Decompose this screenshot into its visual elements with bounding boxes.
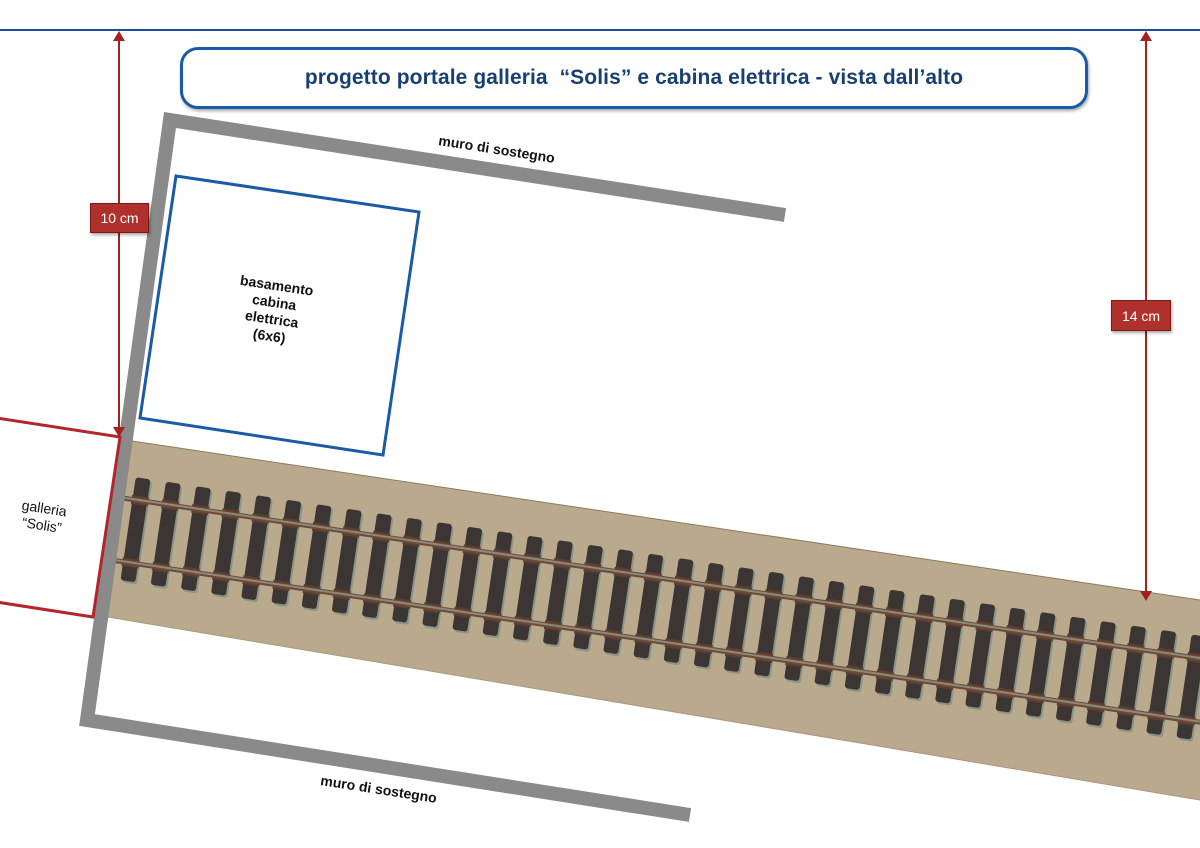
sleepers	[120, 477, 1200, 742]
railway-track	[104, 477, 1200, 742]
dimension-value: 10 cm	[100, 210, 139, 226]
page-title: progetto portale galleria “Solis” e cabi…	[304, 66, 964, 89]
dimension-label-10cm: 10 cm	[90, 203, 149, 233]
cabin-label: basamento cabina elettrica (6x6)	[223, 271, 322, 352]
retaining-wall	[79, 111, 787, 822]
dimension-left	[113, 31, 125, 437]
dimension-label-14cm: 14 cm	[1111, 300, 1171, 331]
dimension-value: 14 cm	[1121, 307, 1161, 324]
title-box: progetto portale galleria “Solis” e cabi…	[180, 47, 1088, 109]
tunnel-portal-outline	[0, 417, 122, 619]
cabin-base-outline	[138, 174, 421, 457]
